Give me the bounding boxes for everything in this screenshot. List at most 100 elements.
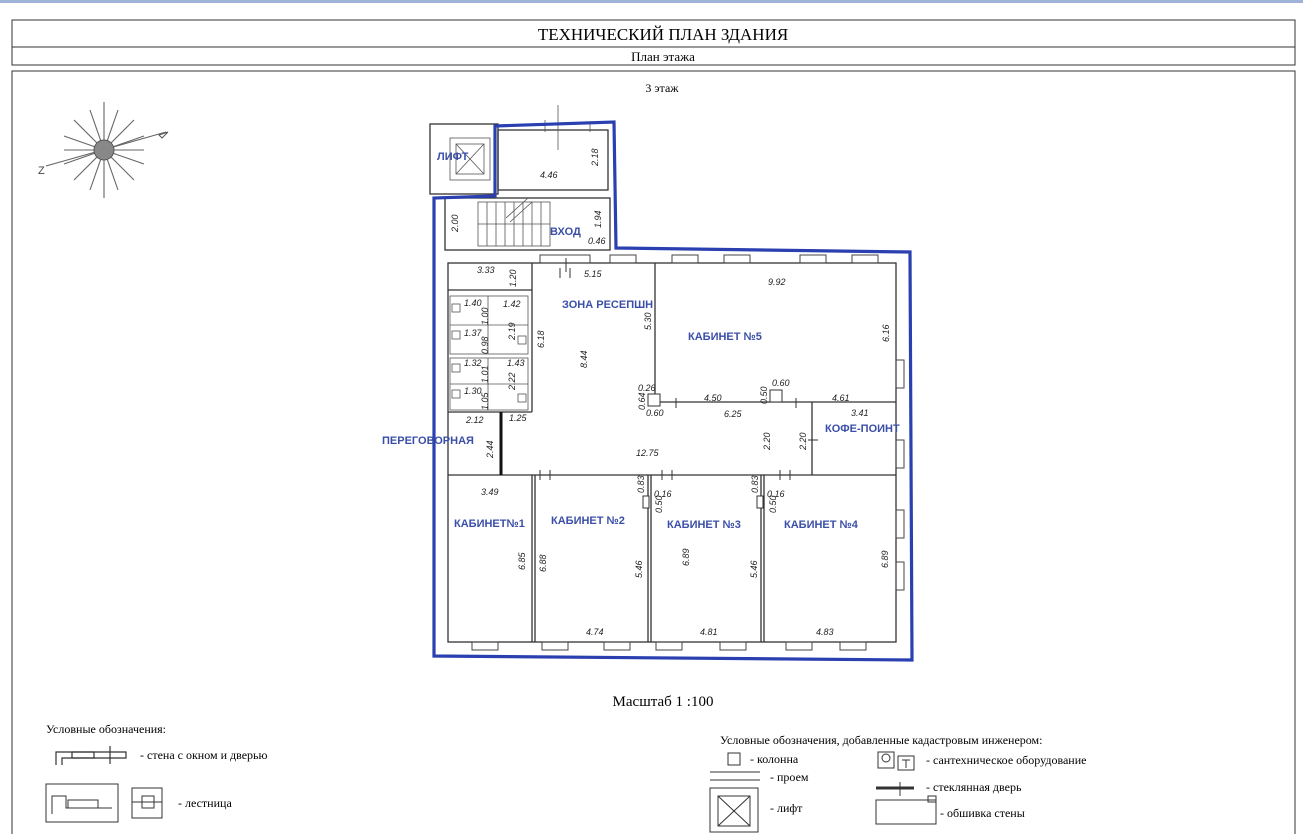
dim: 2.12	[465, 415, 484, 425]
legend-left: Условные обозначения: - стена с окном и …	[45, 722, 268, 823]
sanitary-legend-icon	[877, 751, 915, 771]
wc-block	[449, 295, 529, 411]
plan-frame	[11, 70, 1296, 834]
dim: 1.40	[464, 298, 482, 308]
dim: 2.22	[507, 372, 517, 391]
dim: 5.46	[634, 560, 644, 578]
room-label-lift: ЛИФТ	[437, 151, 469, 163]
legend-right-title: Условные обозначения, добавленные кадаст…	[720, 733, 1042, 747]
page-title: ТЕХНИЧЕСКИЙ ПЛАН ЗДАНИЯ	[538, 25, 788, 44]
legend-right-item: - колонна	[750, 752, 799, 766]
glass-door-legend-icon	[876, 782, 914, 796]
dim: 2.20	[798, 432, 808, 451]
dim: 4.50	[704, 393, 722, 403]
dim: 0.50	[768, 495, 778, 513]
dim: 4.74	[586, 627, 604, 637]
dim: 0.16	[767, 489, 785, 499]
legend-left-item: - стена с окном и дверью	[140, 748, 268, 762]
dim: 8.44	[579, 350, 589, 368]
room-top	[497, 129, 609, 191]
legend-left-item: - лестница	[178, 796, 232, 810]
dim: 3.41	[851, 408, 869, 418]
dim: 0.60	[772, 378, 790, 388]
dim: 0.50	[654, 495, 664, 513]
dim: 5.46	[749, 560, 759, 578]
dim: 0.98	[480, 336, 490, 354]
wall-cladding-legend-icon	[875, 795, 937, 825]
opening-legend-icon	[710, 771, 760, 781]
dim: 2.44	[485, 440, 495, 459]
dim: 1.01	[480, 365, 490, 383]
legend-right-item: - обшивка стены	[940, 806, 1025, 820]
dim: 1.05	[480, 391, 490, 410]
room-label-office2: КАБИНЕТ №2	[551, 515, 625, 527]
room-label-office1: КАБИНЕТ№1	[454, 518, 525, 530]
legend-left-title: Условные обозначения:	[46, 722, 166, 736]
dim: 1.00	[480, 307, 490, 325]
dim: 0.26	[638, 383, 656, 393]
floor-label: 3 этаж	[645, 81, 679, 95]
columns	[642, 389, 783, 509]
main-outline	[447, 262, 897, 643]
dim: 0.46	[588, 236, 606, 246]
legend-right-item: - проем	[770, 770, 809, 784]
room-label-office4: КАБИНЕТ №4	[784, 519, 859, 531]
dim: 0.83	[750, 475, 760, 493]
dim: 6.18	[536, 330, 546, 348]
dim: 1.94	[593, 210, 603, 228]
dim: 6.25	[724, 409, 743, 419]
dim: 3.49	[481, 487, 499, 497]
dim: 2.00	[450, 214, 460, 233]
room-label-coffee: КОФЕ-ПОИНТ	[825, 423, 900, 435]
dim: 1.37	[464, 328, 483, 338]
column-legend-icon	[727, 752, 741, 766]
dim: 1.25	[509, 413, 528, 423]
windows-bottom	[471, 641, 867, 651]
room-label-office5: КАБИНЕТ №5	[688, 331, 762, 343]
dim: 3.33	[477, 265, 495, 275]
windows-right	[895, 359, 905, 591]
room-label-office3: КАБИНЕТ №3	[667, 519, 741, 531]
legend-right-item: - лифт	[770, 801, 803, 815]
dim: 4.83	[816, 627, 834, 637]
dim: 4.81	[700, 627, 718, 637]
dim: 0.50	[759, 386, 769, 404]
dim: 6.89	[880, 550, 890, 568]
dim: 1.20	[508, 269, 518, 287]
lift-icon	[455, 143, 485, 175]
floor-plan	[429, 105, 914, 662]
compass-rose-icon: Z	[38, 102, 169, 198]
dim: 1.30	[464, 386, 482, 396]
staircase-icon	[477, 197, 551, 247]
compass-letter: Z	[38, 165, 45, 177]
room-label-entrance: ВХОД	[550, 226, 581, 238]
room-label-meeting: ПЕРЕГОВОРНАЯ	[382, 435, 474, 447]
windows-top	[539, 254, 879, 264]
dim: 9.92	[768, 277, 786, 287]
subtitle-frame	[11, 46, 1296, 66]
legend-right-item: - стеклянная дверь	[926, 780, 1022, 794]
dim: 2.20	[762, 432, 772, 451]
highlight-outline	[432, 120, 914, 662]
dim: 1.43	[507, 358, 525, 368]
dim: 0.83	[636, 475, 646, 493]
dim: 4.46	[540, 170, 558, 180]
legend-right: Условные обозначения, добавленные кадаст…	[709, 733, 1086, 833]
scale-label: Масштаб 1 :100	[613, 694, 714, 710]
dim: 0.64	[637, 392, 647, 410]
dim: 6.89	[681, 548, 691, 566]
legend-right-item: - сантехническое оборудование	[926, 753, 1086, 767]
dim: 6.85	[517, 551, 527, 570]
stair-legend-icon	[45, 783, 163, 823]
wall-window-door-icon	[55, 746, 127, 765]
dim: 2.18	[590, 148, 600, 167]
dim: 5.30	[643, 312, 653, 330]
dim: 6.88	[538, 554, 548, 572]
dim: 2.19	[507, 322, 517, 341]
lift-legend-icon	[709, 787, 759, 833]
dim: 5.15	[584, 269, 603, 279]
door-marks	[539, 258, 818, 480]
dim: 1.32	[464, 358, 482, 368]
dim: 12.75	[636, 448, 660, 458]
